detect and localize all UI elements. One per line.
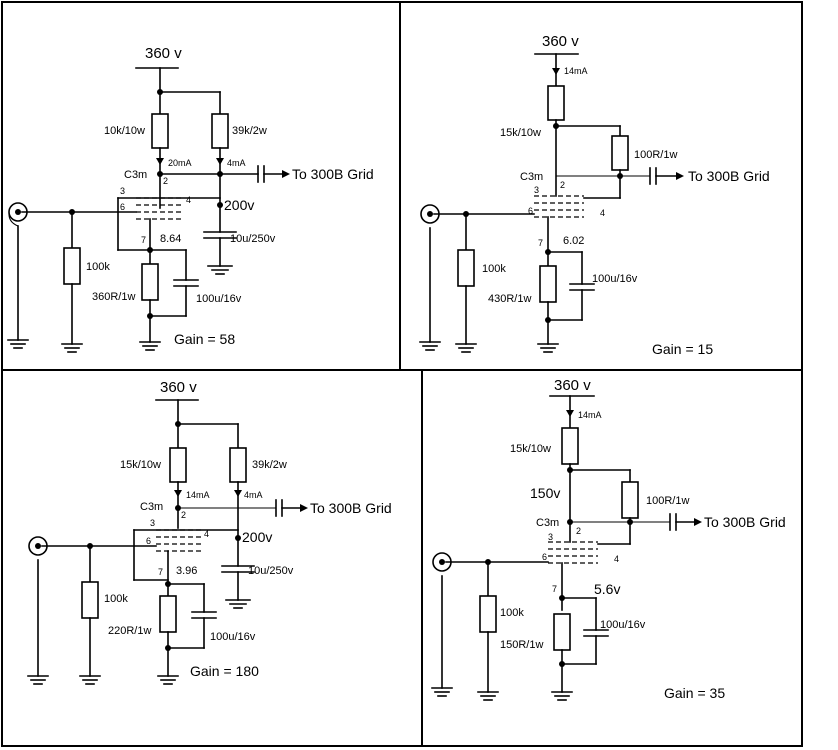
cathode-voltage-label: 5.6v <box>594 581 620 597</box>
pin-label: 7 <box>538 238 543 248</box>
plate-resistor <box>547 85 565 121</box>
panel-frames <box>1 1 803 747</box>
plate-voltage-label: 200v <box>242 529 272 545</box>
plate-resistor <box>151 113 169 149</box>
grid-resistor-label: 100k <box>86 261 110 273</box>
plate-current-label: 14mA <box>578 410 602 420</box>
pin-label: 2 <box>560 180 565 190</box>
panel-gain-58: 360 v 10k/10w 20mA C3m 39k/2w 4mA To 300… <box>7 45 374 353</box>
cathode-cap-label: 100u/16v <box>196 293 242 305</box>
panel-gain-35: 360 v 14mA 15k/10w 100R/1w 150v C3m To 3… <box>431 377 786 701</box>
cathode-voltage-label: 3.96 <box>176 565 197 577</box>
plate-resistor-label: 10k/10w <box>104 125 145 137</box>
second-resistor-label: 100R/1w <box>634 149 677 161</box>
output-label: To 300B Grid <box>688 168 770 184</box>
output-label: To 300B Grid <box>310 500 392 516</box>
tube-label: C3m <box>140 501 163 513</box>
second-resistor <box>229 447 247 483</box>
pin-label: 2 <box>163 176 168 186</box>
plate-resistor-label: 15k/10w <box>510 443 551 455</box>
pin-label: 3 <box>548 532 553 542</box>
second-resistor <box>621 481 639 519</box>
cathode-resistor-label: 430R/1w <box>488 293 531 305</box>
cathode-resistor-label: 150R/1w <box>500 639 543 651</box>
supply-voltage-label: 360 v <box>145 45 182 62</box>
cathode-resistor <box>553 613 571 651</box>
cathode-cap-label: 100u/16v <box>210 631 256 643</box>
frame-bottom-left <box>1 369 423 747</box>
pin-label: 3 <box>150 518 155 528</box>
grid-resistor <box>81 581 99 619</box>
pin-label: 2 <box>576 526 581 536</box>
cathode-voltage-label: 6.02 <box>563 235 584 247</box>
gain-label: Gain = 180 <box>190 663 259 679</box>
frame-top-right <box>399 1 803 371</box>
plate-current-label: 20mA <box>168 158 192 168</box>
cathode-resistor-label: 360R/1w <box>92 291 135 303</box>
pin-label: 6 <box>542 552 547 562</box>
frame-bottom-right <box>421 369 803 747</box>
pin-label: 6 <box>528 206 533 216</box>
grid-resistor-label: 100k <box>500 607 524 619</box>
plate-current-label: 14mA <box>564 66 588 76</box>
decoupling-cap-label: 10u/250v <box>230 233 276 245</box>
cathode-resistor-label: 220R/1w <box>108 625 151 637</box>
plate-resistor-label: 15k/10w <box>500 127 541 139</box>
cathode-resistor <box>141 263 159 301</box>
second-resistor-label: 39k/2w <box>252 459 287 471</box>
cathode-resistor <box>539 265 557 303</box>
plate-voltage-label: 150v <box>530 485 560 501</box>
cathode-cap-label: 100u/16v <box>600 619 646 631</box>
pin-label: 3 <box>534 185 539 195</box>
output-label: To 300B Grid <box>292 166 374 182</box>
frame-top-left <box>1 1 401 371</box>
grid-resistor-label: 100k <box>482 263 506 275</box>
pin-label: 4 <box>186 195 191 205</box>
pin-label: 7 <box>552 584 557 594</box>
panel-gain-15: 360 v 14mA 15k/10w 100R/1w C3m To 300B G… <box>419 33 770 357</box>
panel-gain-180: 360 v 15k/10w 14mA C3m 39k/2w 4mA To 300… <box>27 379 392 685</box>
plate-resistor <box>169 447 187 483</box>
pin-label: 4 <box>600 208 605 218</box>
cathode-resistor <box>159 595 177 633</box>
tube-label: C3m <box>536 517 559 529</box>
second-resistor-label: 100R/1w <box>646 495 689 507</box>
second-current-label: 4mA <box>227 158 246 168</box>
decoupling-cap-label: 10u/250v <box>248 565 294 577</box>
gain-label: Gain = 15 <box>652 341 713 357</box>
tube-label: C3m <box>520 171 543 183</box>
tube-label: C3m <box>124 169 147 181</box>
pin-label: 6 <box>146 536 151 546</box>
supply-voltage-label: 360 v <box>554 377 591 394</box>
plate-voltage-label: 200v <box>224 197 254 213</box>
pin-label: 7 <box>158 567 163 577</box>
pin-label: 4 <box>614 554 619 564</box>
pin-label: 6 <box>120 202 125 212</box>
second-resistor-label: 39k/2w <box>232 125 267 137</box>
supply-voltage-label: 360 v <box>542 33 579 50</box>
grid-resistor <box>479 595 497 633</box>
output-label: To 300B Grid <box>704 514 786 530</box>
pin-label: 2 <box>181 510 186 520</box>
gain-label: Gain = 35 <box>664 685 725 701</box>
plate-current-label: 14mA <box>186 490 210 500</box>
pin-label: 4 <box>204 529 209 539</box>
plate-resistor <box>561 427 579 465</box>
second-resistor <box>211 113 229 149</box>
pin-label: 7 <box>141 235 146 245</box>
grid-resistor-label: 100k <box>104 593 128 605</box>
second-resistor <box>611 135 629 171</box>
pin-label: 3 <box>120 186 125 196</box>
gain-label: Gain = 58 <box>174 331 235 347</box>
plate-resistor-label: 15k/10w <box>120 459 161 471</box>
grid-resistor <box>457 249 475 287</box>
grid-resistor <box>63 247 81 285</box>
supply-voltage-label: 360 v <box>160 379 197 396</box>
cathode-cap-label: 100u/16v <box>592 273 638 285</box>
second-current-label: 4mA <box>244 490 263 500</box>
cathode-voltage-label: 8.64 <box>160 233 181 245</box>
